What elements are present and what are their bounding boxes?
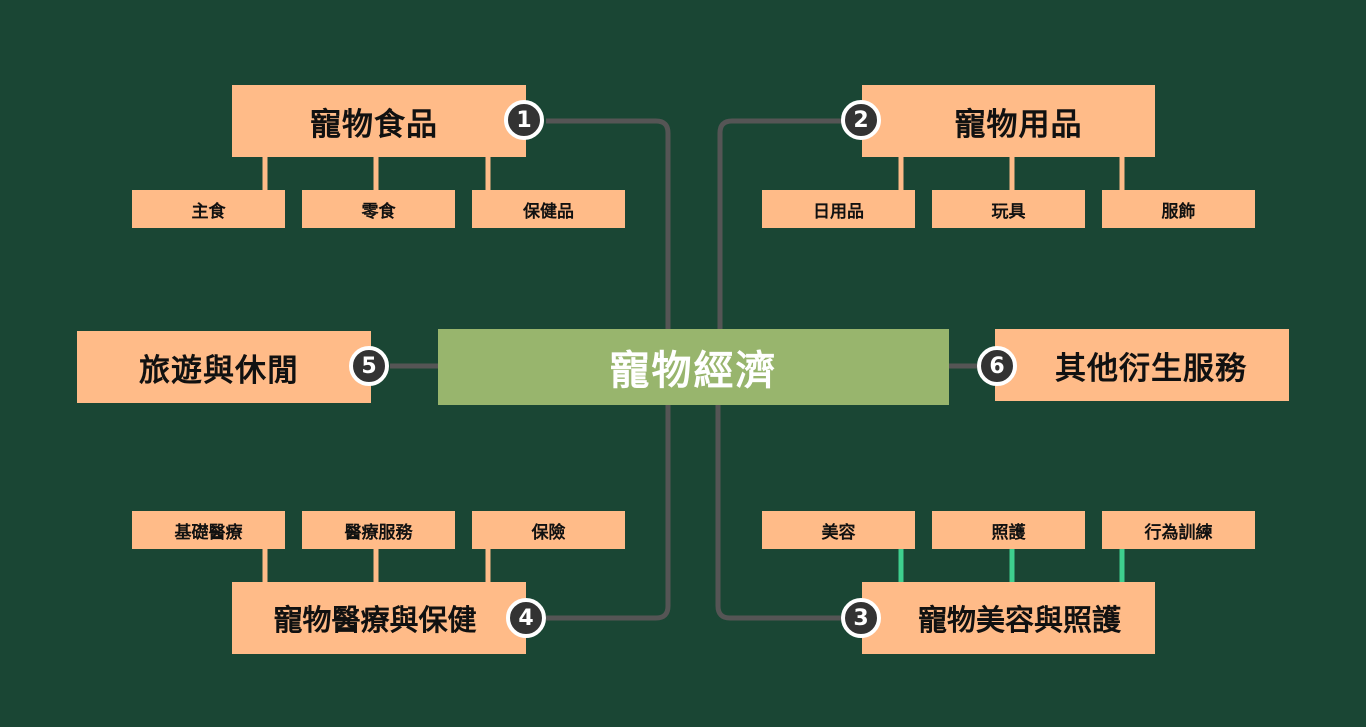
- sub-item-daily-goods: 日用品: [762, 190, 915, 228]
- sub-item-medical-services: 醫療服務: [302, 511, 455, 549]
- center-node: 寵物經濟: [438, 329, 949, 405]
- connector-branch-2: [717, 118, 842, 330]
- badge-number-3: 3: [841, 598, 881, 638]
- sub-item-staple-food: 主食: [132, 190, 285, 228]
- badge-number-2: 2: [841, 100, 881, 140]
- sub-item-care: 照護: [932, 511, 1085, 549]
- sub-item-supplements: 保健品: [472, 190, 625, 228]
- sub-item-basic-medical: 基礎醫療: [132, 511, 285, 549]
- badge-number-5: 5: [349, 346, 389, 386]
- branch-title-other-services: 其他衍生服務: [995, 329, 1289, 401]
- badge-number-6: 6: [977, 346, 1017, 386]
- badge-number-1: 1: [504, 100, 544, 140]
- sub-item-toys: 玩具: [932, 190, 1085, 228]
- sub-item-apparel: 服飾: [1102, 190, 1255, 228]
- branch-title-pet-supplies: 寵物用品: [862, 85, 1155, 157]
- sub-item-behavior-training: 行為訓練: [1102, 511, 1255, 549]
- branch-title-pet-food: 寵物食品: [232, 85, 526, 157]
- branch-title-pet-grooming-care: 寵物美容與照護: [862, 582, 1155, 654]
- badge-number-4: 4: [506, 598, 546, 638]
- branch-title-pet-medical-health: 寵物醫療與保健: [232, 582, 526, 654]
- sub-item-snacks: 零食: [302, 190, 455, 228]
- sub-item-insurance: 保險: [472, 511, 625, 549]
- sub-item-grooming: 美容: [762, 511, 915, 549]
- branch-title-travel-leisure: 旅遊與休閒: [77, 331, 371, 403]
- connector-branch-4: [546, 404, 671, 621]
- connector-branch-1: [546, 118, 671, 330]
- connector-branch-3: [715, 404, 842, 621]
